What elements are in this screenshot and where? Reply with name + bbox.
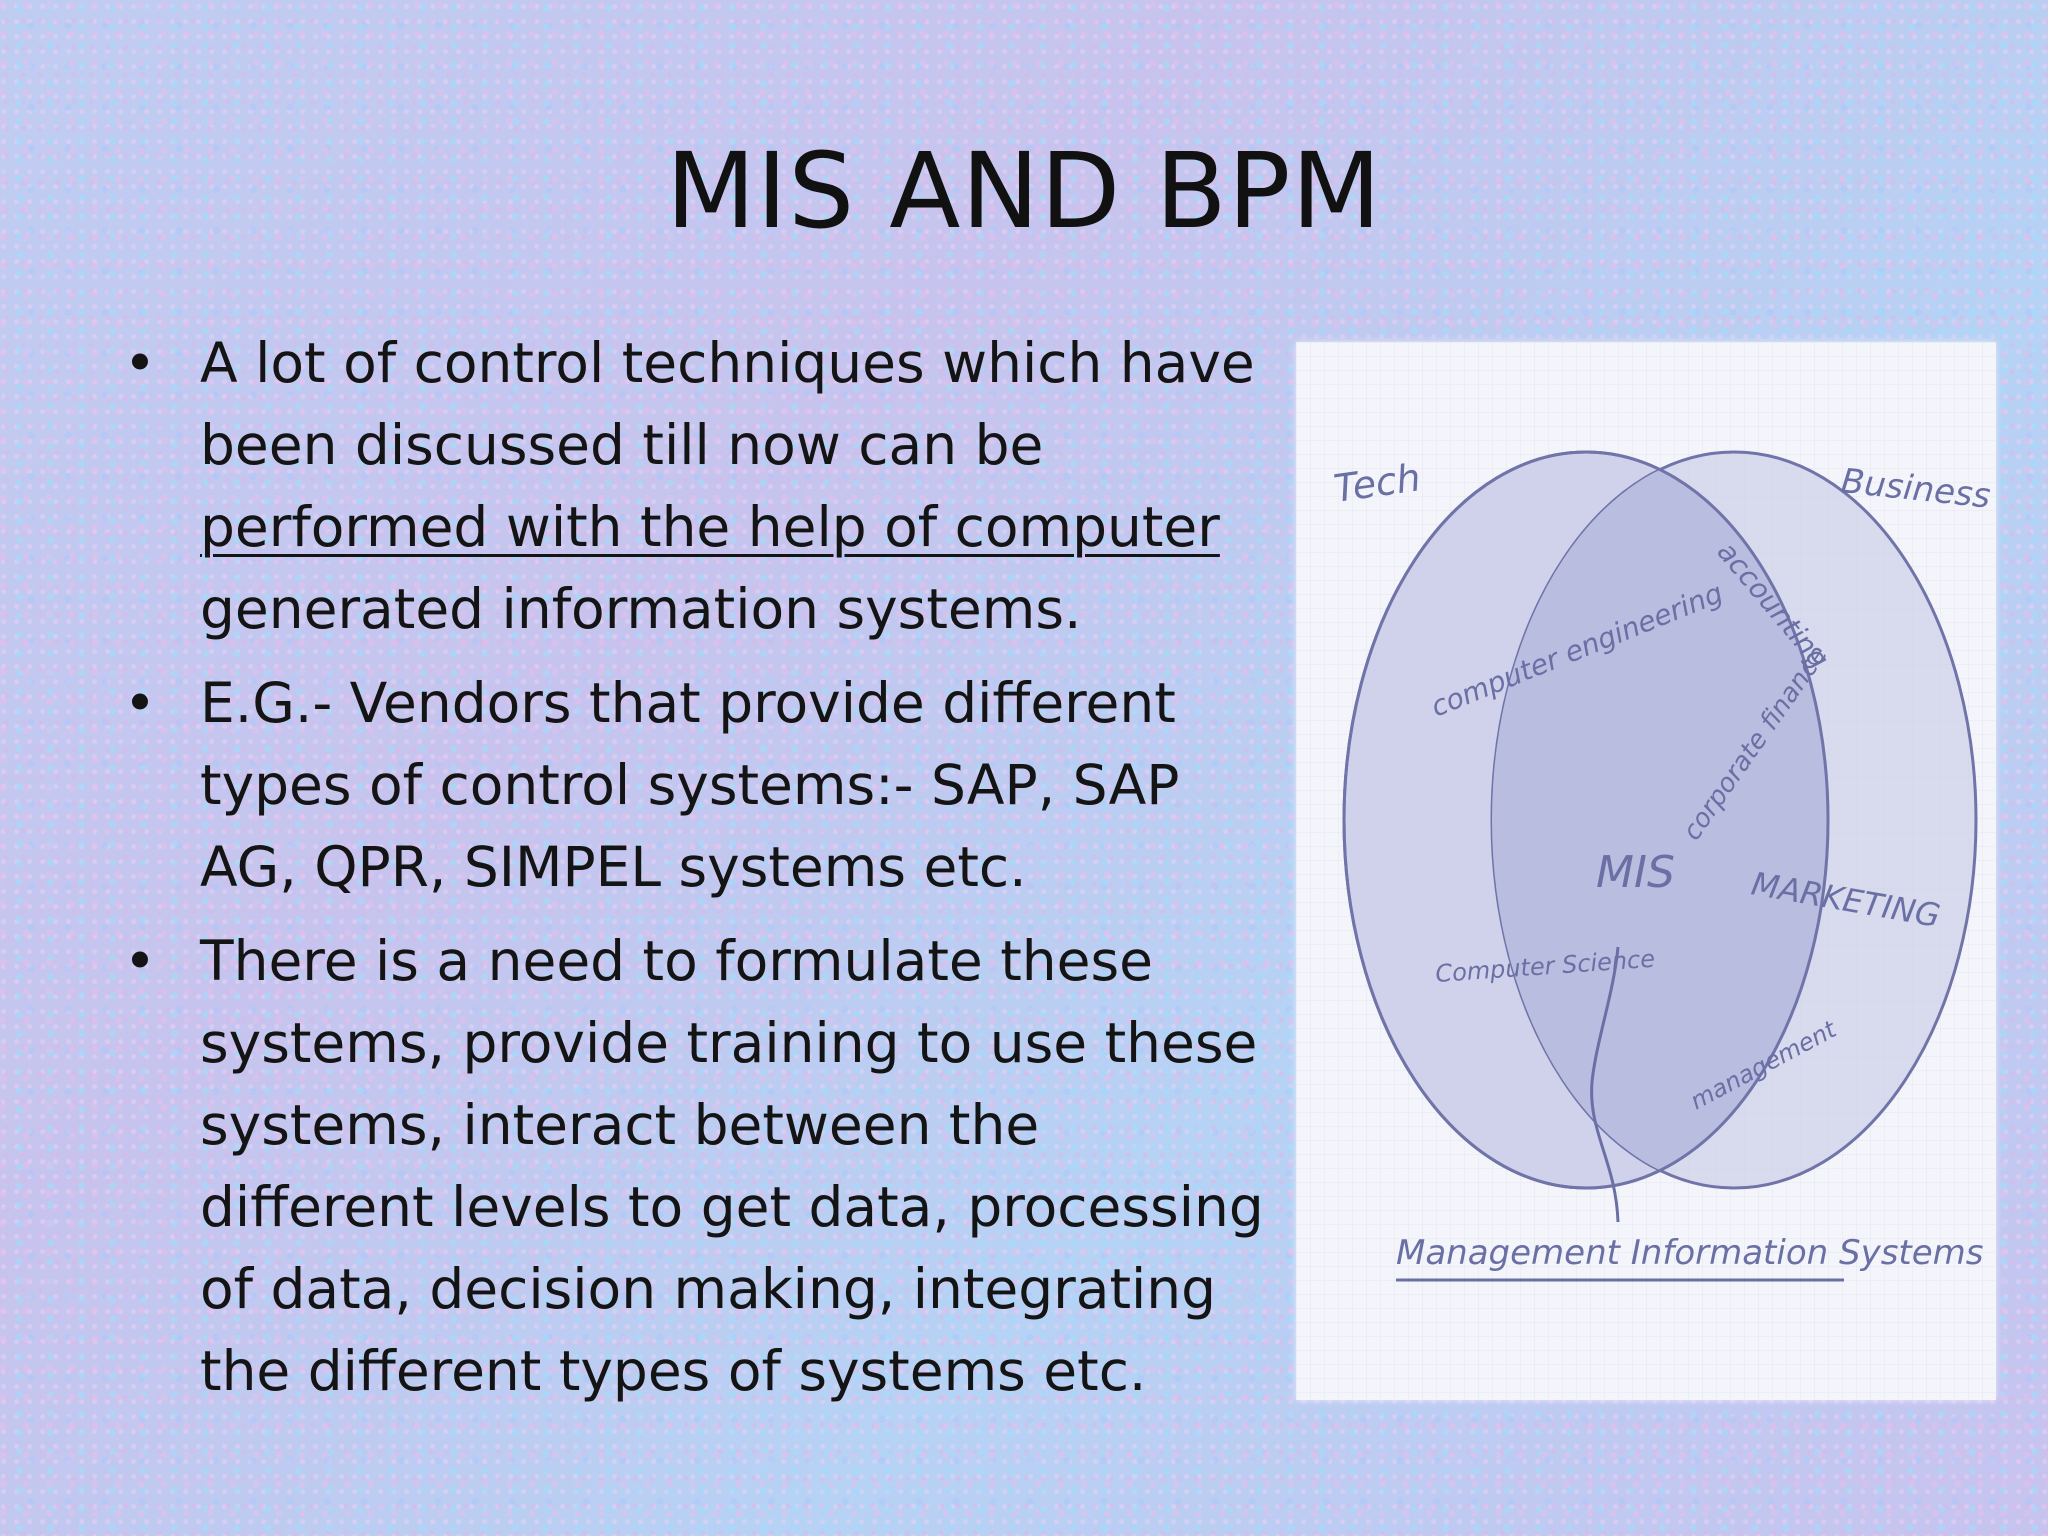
bullet-text: A lot of control techniques which have b… [200,331,1255,477]
venn-diagram: Tech Business MIS computer engineering C… [1296,342,1996,1400]
bullet-text: There is a need to formulate these syste… [200,929,1264,1403]
bullet-icon: • [123,331,157,395]
bullet-text: E.G.- Vendors that provide different typ… [200,671,1180,899]
bullet-icon: • [123,929,157,993]
mis-label: MIS [1596,847,1675,898]
venn-diagram-image: Tech Business MIS computer engineering C… [1296,342,1996,1400]
bullet-text-continued: generated information systems. [200,577,1082,641]
bullet-icon: • [123,671,157,735]
bullet-list: • A lot of control techniques which have… [120,322,1270,1424]
overlap-region [1492,452,1828,1188]
tech-circle-outline [1342,450,1830,1190]
bullet-item: • There is a need to formulate these sys… [120,920,1270,1412]
bullet-item: • A lot of control techniques which have… [120,322,1270,650]
bullet-item: • E.G.- Vendors that provide different t… [120,662,1270,908]
bullet-emphasis: performed with the help of computer [200,495,1220,559]
slide-title: MIS AND BPM [665,130,1383,252]
mis-pointer-line [1590,946,1620,1223]
diagram-caption: Management Information Systems [1396,1233,1984,1273]
